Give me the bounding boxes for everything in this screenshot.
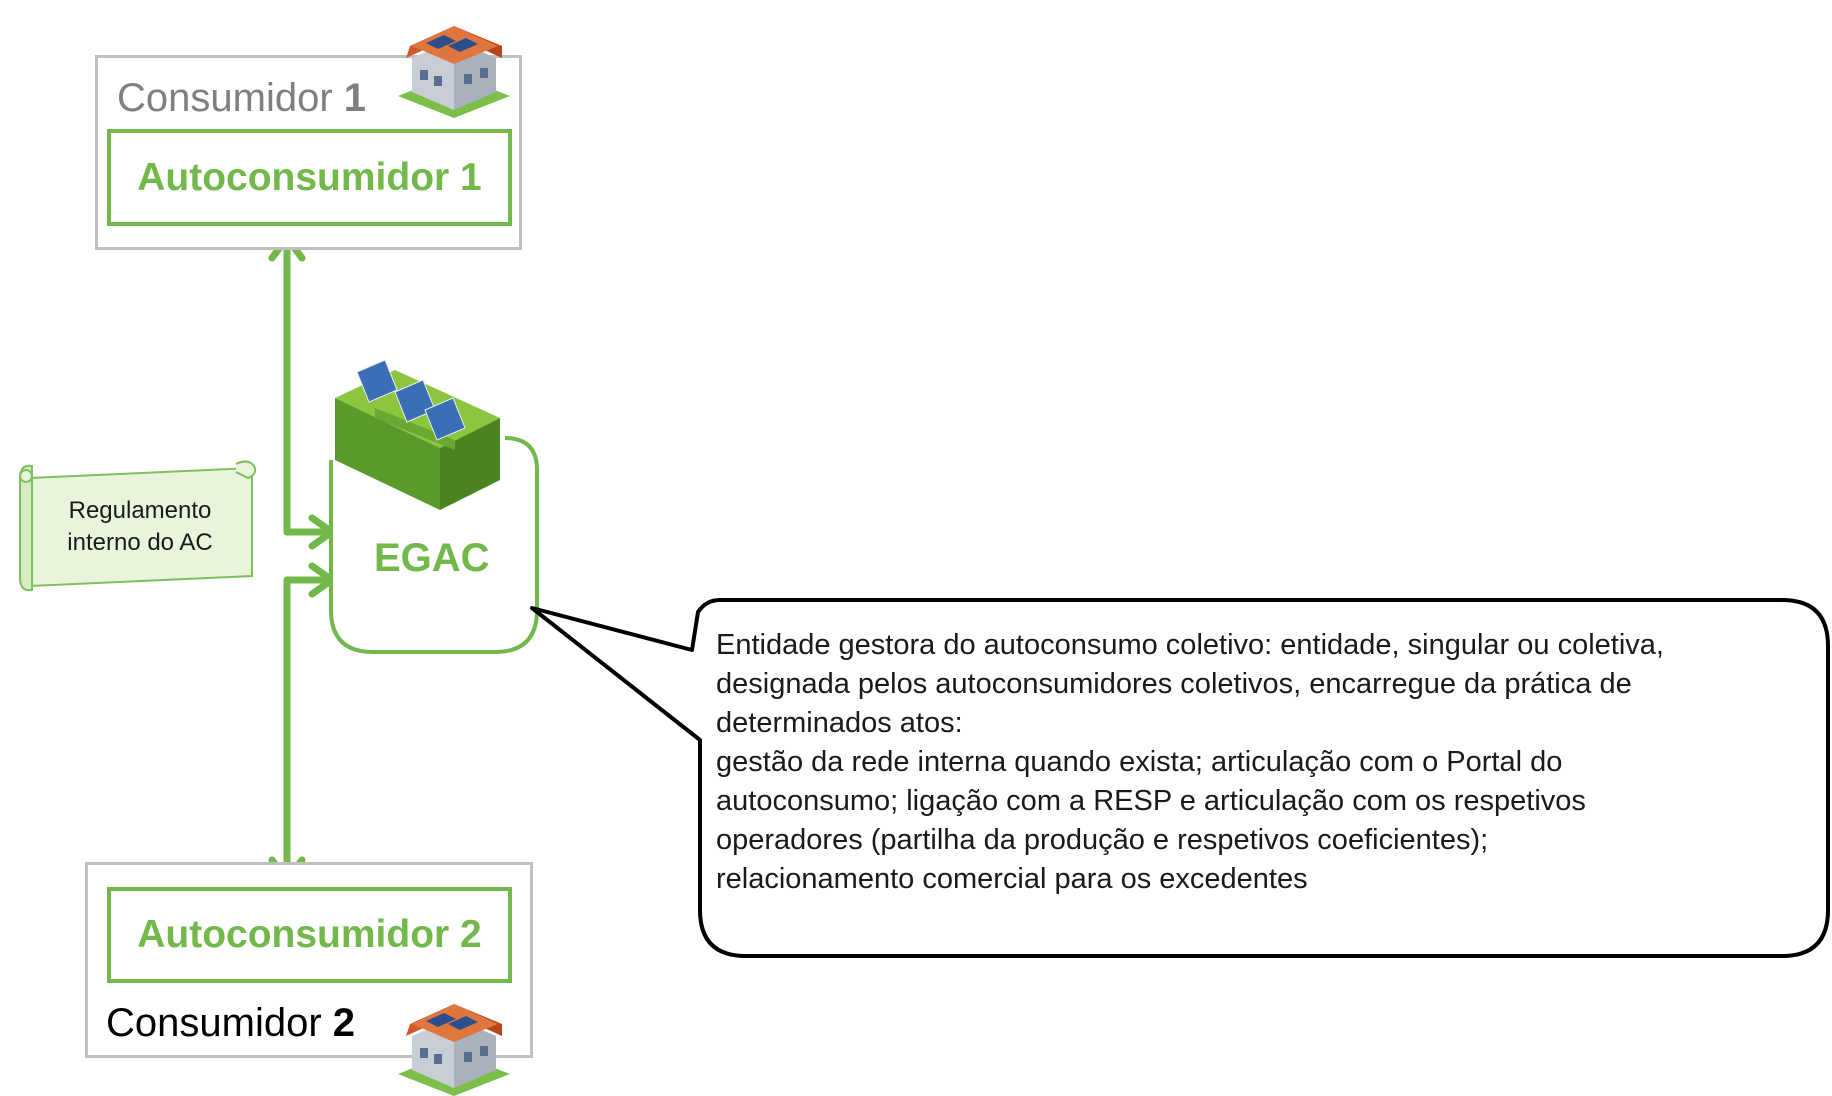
consumer-2-label: Consumidor 2 [106, 1003, 355, 1043]
callout-line: relacionamento comercial para os exceden… [716, 863, 1308, 895]
regulation-line-1: Regulamento [68, 497, 212, 524]
autoconsumer-2-box: Autoconsumidor 2 [107, 887, 512, 983]
regulation-label: Regulamento interno do AC [40, 495, 240, 559]
regulation-line-2: interno do AC [67, 529, 213, 556]
autoconsumer-1-box: Autoconsumidor 1 [107, 129, 512, 226]
consumer-2-text: Consumidor [106, 1001, 333, 1045]
callout-text: Entidade gestora do autoconsumo coletivo… [716, 626, 1664, 899]
consumer-1-number: 1 [343, 76, 367, 120]
callout-line: designada pelos autoconsumidores coletiv… [716, 668, 1632, 700]
egac-box [329, 436, 539, 654]
scroll-icon [19, 460, 257, 592]
callout-line: gestão da rede interna quando exista; ar… [716, 746, 1563, 778]
callout-line: determinados atos: [716, 707, 963, 739]
callout-bubble [530, 598, 1830, 958]
consumer-1-label: Consumidor 1 [117, 78, 366, 118]
consumer-1-text: Consumidor [117, 76, 344, 120]
solar-building-icon [335, 360, 500, 510]
callout-line: Entidade gestora do autoconsumo coletivo… [716, 629, 1664, 661]
egac-label: EGAC [374, 536, 490, 580]
house-solar-icon [398, 1004, 510, 1096]
house-solar-icon [398, 26, 510, 118]
callout-line: operadores (partilha da produção e respe… [716, 824, 1489, 856]
consumer-2-number: 2 [332, 1001, 356, 1045]
callout-line: autoconsumo; ligação com a RESP e articu… [716, 785, 1586, 817]
